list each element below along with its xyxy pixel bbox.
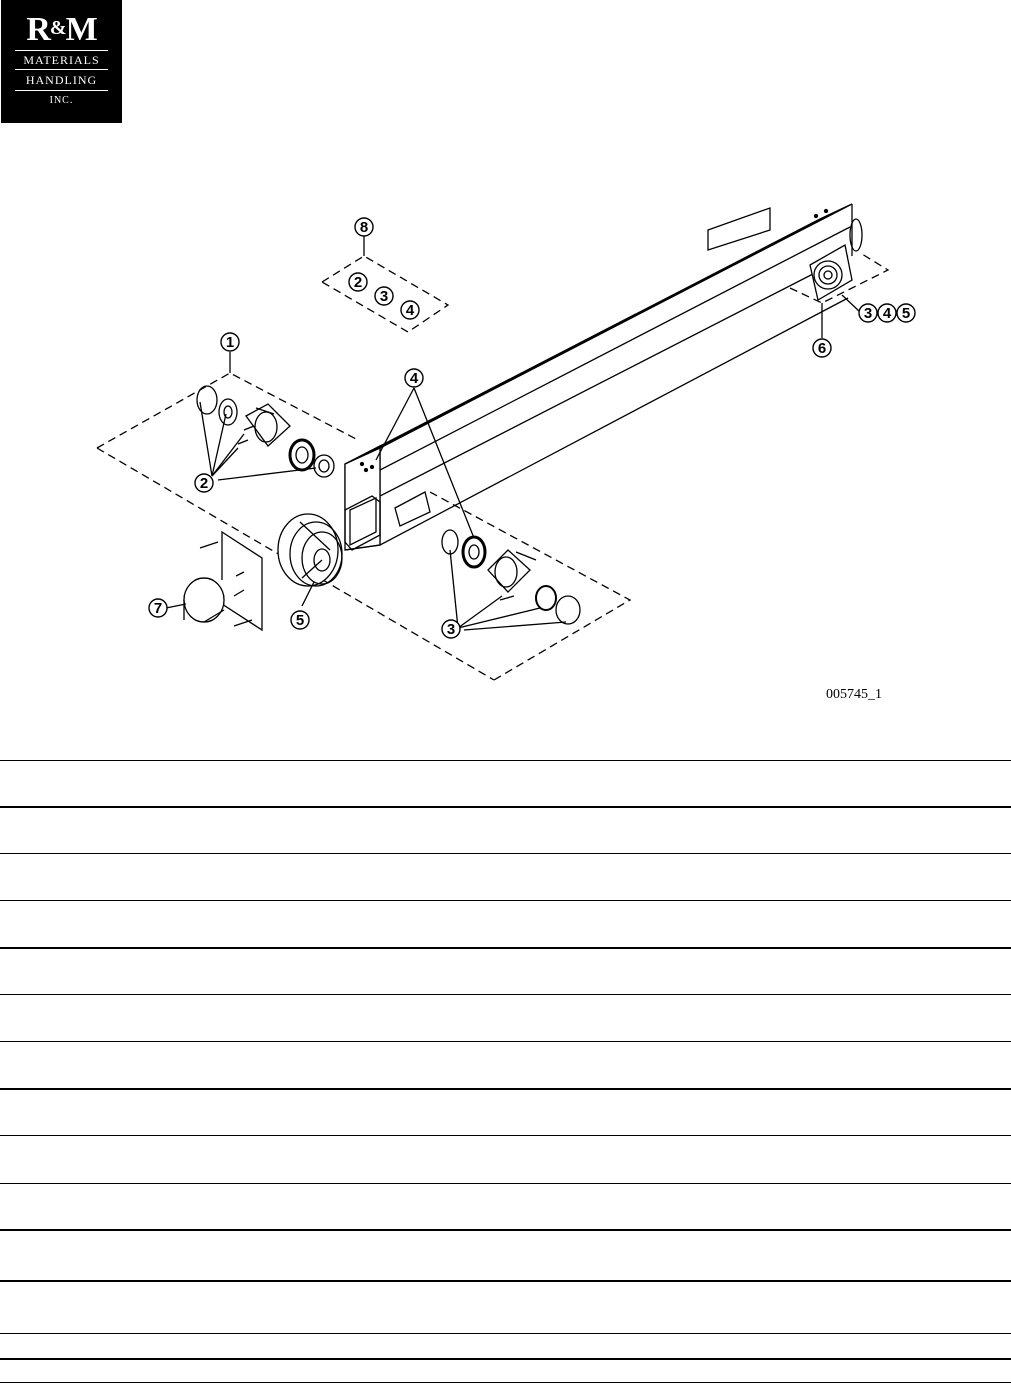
logo-rule <box>15 50 108 51</box>
table-rule <box>0 1135 1011 1136</box>
table-row <box>0 901 1011 947</box>
table-row <box>0 1360 1011 1382</box>
table-row <box>0 1282 1011 1333</box>
table-row <box>0 1090 1011 1135</box>
kit8-callout-3-label: 3 <box>380 288 388 305</box>
bumper-assembly <box>183 530 263 632</box>
table-row <box>0 808 1011 853</box>
callout-4 <box>404 368 424 388</box>
right-callout-5-label: 5 <box>902 305 910 322</box>
drawing-number: 005745_1 <box>826 687 882 702</box>
callout-1-label: 1 <box>226 334 234 351</box>
callout-7 <box>148 598 168 618</box>
callout-8 <box>354 217 374 237</box>
table-rule <box>0 900 1011 901</box>
table-row <box>0 949 1011 994</box>
callout-4-label: 4 <box>410 370 419 387</box>
wheel-part <box>277 513 343 587</box>
logo-ampersand: & <box>49 17 67 39</box>
kit8-callout-4-label: 4 <box>406 302 415 319</box>
company-logo: R&M MATERIALS HANDLING INC. <box>1 0 122 123</box>
callout-2 <box>194 473 214 493</box>
table-rule <box>0 1088 1011 1090</box>
callout-7-label: 7 <box>154 600 162 617</box>
table-rule <box>0 1183 1011 1184</box>
table-rule <box>0 1041 1011 1042</box>
left-bearing-parts <box>196 385 335 478</box>
table-rule <box>0 806 1011 808</box>
kit8-callout-3 <box>374 286 394 306</box>
table-rule <box>0 1333 1011 1334</box>
callout-5 <box>290 610 310 630</box>
kit-boundaries <box>96 253 890 681</box>
table-row <box>0 854 1011 900</box>
end-truck-beam <box>344 203 863 551</box>
callout-3 <box>441 619 461 639</box>
leader-lines <box>165 236 861 631</box>
table-rule <box>0 1358 1011 1360</box>
callout-2-label: 2 <box>200 475 208 492</box>
right-bearing-parts <box>441 529 581 625</box>
table-rule <box>0 1382 1011 1383</box>
callout-3-label: 3 <box>447 621 455 638</box>
table-rule <box>0 947 1011 949</box>
table-rule <box>0 853 1011 854</box>
table-rule <box>0 1229 1011 1231</box>
table-rule <box>0 1280 1011 1282</box>
logo-line-handling: HANDLING <box>25 73 98 87</box>
table-row <box>0 995 1011 1041</box>
table-row <box>0 1042 1011 1088</box>
callout-1 <box>220 332 240 352</box>
table-row <box>0 1231 1011 1280</box>
table-row <box>0 761 1011 806</box>
right-callout-4-label: 4 <box>883 305 892 322</box>
kit8-callout-4 <box>400 300 420 320</box>
exploded-parts-drawing: 8 2 3 4 1 4 2 7 5 3 6 3 4 5 005745_1 <box>0 130 1011 720</box>
callout-5-label: 5 <box>296 612 304 629</box>
kit8-callout-2 <box>348 272 368 292</box>
callout-8-label: 8 <box>360 219 368 236</box>
table-row <box>0 1184 1011 1229</box>
right-callout-3 <box>858 303 878 323</box>
right-callout-3-label: 3 <box>864 305 872 322</box>
logo-monogram: R&M <box>26 11 97 48</box>
logo-line-materials: MATERIALS <box>23 53 100 67</box>
table-row <box>0 1136 1011 1183</box>
table-rule <box>0 760 1011 761</box>
kit8-callout-2-label: 2 <box>354 274 362 291</box>
logo-rule <box>15 90 108 91</box>
callouts <box>148 217 916 639</box>
table-rule <box>0 994 1011 995</box>
logo-line-inc: INC. <box>49 95 74 106</box>
right-callout-5 <box>896 303 916 323</box>
logo-rule <box>15 69 108 70</box>
callout-6 <box>812 338 832 358</box>
right-callout-4 <box>877 303 897 323</box>
callout-6-label: 6 <box>818 340 826 357</box>
